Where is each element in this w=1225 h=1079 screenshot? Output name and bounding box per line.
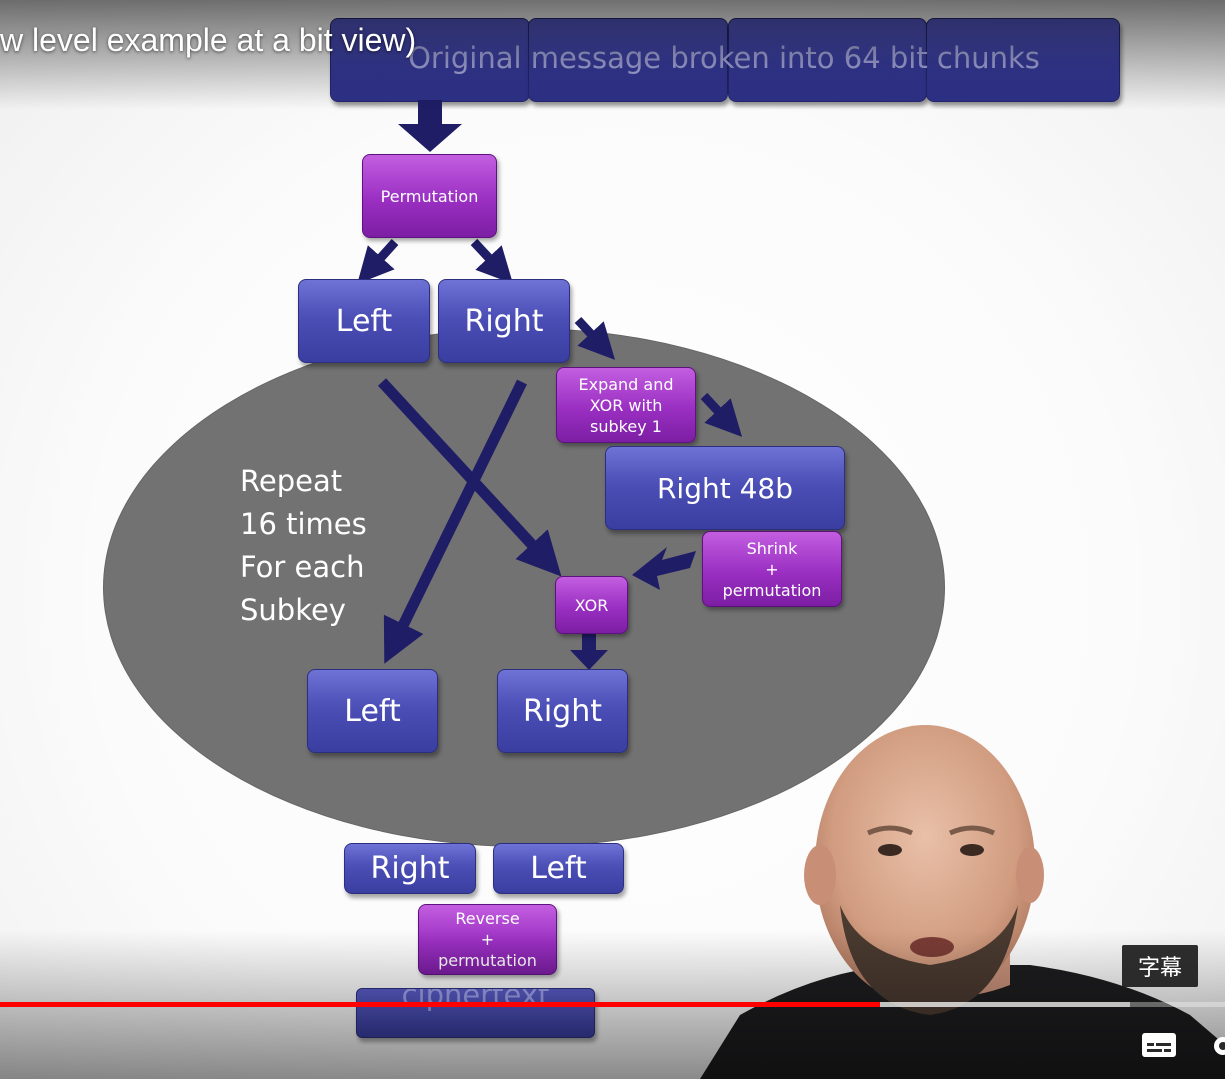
- reverse-line-2: +: [480, 930, 495, 949]
- xor-block: XOR: [555, 576, 628, 634]
- left-half-block-bottom: Left: [307, 669, 438, 753]
- reverse-line-3: permutation: [438, 951, 537, 970]
- presenter-brow-right: [948, 825, 996, 836]
- repeat-line-4: Subkey: [240, 593, 346, 627]
- presenter-webcam: [700, 725, 1225, 1079]
- arrow-right-to-left: [383, 379, 527, 664]
- presenter-eye-left: [878, 844, 902, 856]
- subtitles-icon: [1142, 1033, 1176, 1057]
- presenter-shirt: [700, 965, 1225, 1079]
- settings-button[interactable]: [1205, 1030, 1225, 1062]
- video-title[interactable]: w level example at a bit view): [0, 22, 417, 58]
- expand-xor-block: Expand and XOR with subkey 1: [556, 367, 696, 443]
- right-half-block-top: Right: [438, 279, 570, 363]
- presenter-head: [815, 725, 1035, 1005]
- subtitles-tooltip: 字幕: [1122, 945, 1198, 987]
- progress-played[interactable]: [0, 1002, 880, 1007]
- repeat-line-3: For each: [240, 550, 365, 584]
- presenter-mouth: [910, 937, 954, 957]
- arrow-expand-to-right48: [700, 392, 743, 437]
- arrow-perm-to-right: [470, 238, 514, 284]
- final-right-block: Right: [344, 843, 476, 894]
- shrink-line-1: Shrink: [746, 538, 798, 558]
- left-half-block-top: Left: [298, 279, 430, 363]
- gear-icon: [1214, 1037, 1225, 1055]
- arrow-perm-to-left: [357, 238, 399, 285]
- arrow-header-to-permutation: [398, 100, 462, 152]
- permutation-block: Permutation: [362, 154, 497, 238]
- presenter-ear-left: [804, 845, 836, 905]
- shrink-line-2: +: [765, 559, 779, 579]
- repeat-label: Repeat 16 times For each Subkey: [240, 460, 367, 632]
- repeat-line-2: 16 times: [240, 507, 367, 541]
- expand-line-3: subkey 1: [590, 416, 662, 436]
- presenter-beard: [840, 905, 1018, 1015]
- presenter-brow-left: [866, 825, 914, 836]
- right-48b-block: Right 48b: [605, 446, 845, 530]
- shrink-line-3: permutation: [722, 580, 822, 600]
- arrow-xor-to-right: [570, 628, 608, 670]
- right-half-block-bottom: Right: [497, 669, 628, 753]
- expand-line-1: Expand and: [578, 374, 674, 394]
- repeat-line-1: Repeat: [240, 464, 343, 498]
- reverse-line-1: Reverse: [455, 909, 520, 928]
- arrow-left-to-xor: [377, 378, 562, 577]
- reverse-permutation-block: Reverse + permutation: [418, 904, 557, 975]
- progress-buffer: [880, 1002, 1130, 1007]
- final-left-block: Left: [493, 843, 624, 894]
- arrow-shrink-to-xor: [632, 547, 696, 590]
- expand-line-2: XOR with: [589, 395, 663, 415]
- ciphertext-block: ciphertext: [356, 988, 595, 1038]
- arrow-right-to-expand: [574, 316, 616, 360]
- subtitles-button[interactable]: [1140, 1030, 1180, 1062]
- presenter-ear-right: [1016, 847, 1044, 903]
- shrink-permutation-block: Shrink + permutation: [702, 531, 842, 607]
- presenter-eye-right: [960, 844, 984, 856]
